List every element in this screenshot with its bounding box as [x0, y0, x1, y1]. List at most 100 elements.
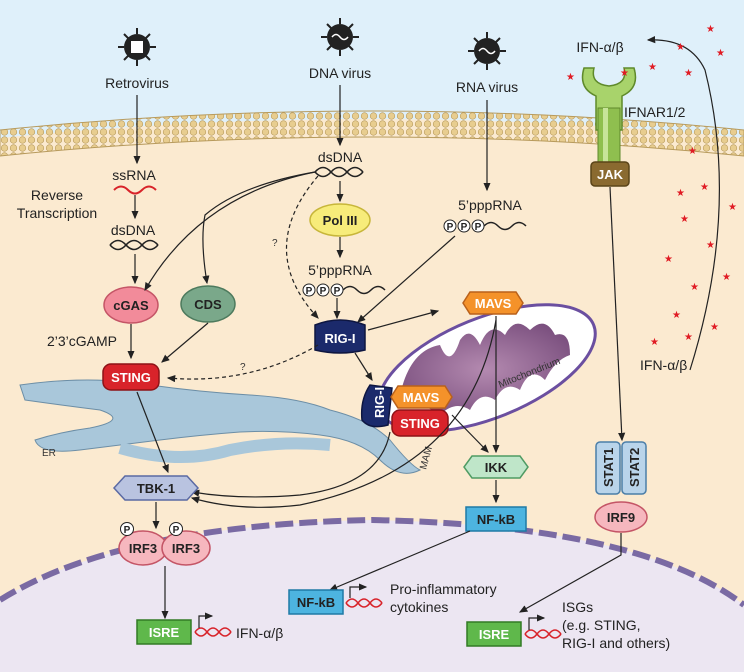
rigi-node	[314, 319, 366, 354]
retrovirus-icon	[118, 28, 156, 66]
ifnar-label: IFNAR1/2	[624, 104, 686, 120]
rigi-label: RIG-I	[324, 331, 355, 346]
rigi-mito-node	[360, 384, 393, 428]
question-dsdna-rigi: ?	[272, 238, 278, 249]
irf3-phospho-left	[120, 522, 134, 536]
dna-virus-icon	[321, 18, 359, 56]
nfkb-node	[465, 506, 527, 532]
svg-text:P: P	[320, 286, 327, 297]
isgs-label-3: RIG-I and others)	[562, 635, 670, 651]
endoplasmic-reticulum	[19, 379, 422, 474]
mavs-top-label: MAVS	[475, 296, 512, 311]
retrovirus-label: Retrovirus	[105, 75, 169, 91]
svg-text:P: P	[447, 222, 454, 233]
sting-mito-node	[391, 409, 449, 437]
arrow-dsdna-cds	[202, 171, 316, 285]
nuclear-envelope	[0, 516, 744, 608]
cds-node	[180, 285, 236, 323]
arrow-rigi-mavs	[367, 309, 440, 331]
cytokine-gene-helix	[345, 583, 383, 608]
arrow-dsdna-cgas	[144, 171, 316, 292]
irf9-node	[594, 501, 648, 533]
ifn-star: ★	[722, 272, 731, 283]
isg-gene-helix	[524, 614, 562, 639]
er-tubule	[118, 437, 331, 464]
ifn-star: ★	[620, 68, 629, 79]
nfkb-label: NF-kB	[477, 512, 515, 527]
ppprna-top-phosphates: P P P	[443, 219, 527, 233]
arrow-ppprna-top-rigi	[357, 235, 456, 323]
sting-mito-label: STING	[400, 416, 440, 431]
ifn-star: ★	[650, 337, 659, 348]
arrow-rigi-rigimito	[354, 352, 373, 382]
ifn-top-label: IFN-α/β	[576, 39, 623, 55]
mavs-top-node	[462, 291, 524, 315]
ifn-star: ★	[706, 240, 715, 251]
arrow-nfkb-nucleus	[328, 530, 471, 591]
ifn-star: ★	[688, 146, 697, 157]
ppprna-pol-label: 5’pppRNA	[308, 262, 372, 278]
question-rigi-sting: ?	[240, 362, 246, 373]
ifn-star: ★	[664, 254, 673, 265]
ifn-gene-helix	[194, 612, 232, 637]
dsdna-dna-label: dsDNA	[318, 149, 363, 165]
cds-label: CDS	[194, 297, 222, 312]
isre-right-box	[466, 621, 522, 647]
irf3-right-label: IRF3	[172, 541, 200, 556]
svg-text:P: P	[475, 222, 482, 233]
reverse-transcription-label-2: Transcription	[17, 205, 97, 221]
ikk-label: IKK	[485, 460, 508, 475]
cgas-label: cGAS	[113, 298, 149, 313]
dna-virus-label: DNA virus	[309, 65, 371, 81]
irf3-right-node	[161, 530, 211, 566]
arrow-jak-stat	[609, 186, 626, 442]
dsdna-retro-label: dsDNA	[111, 222, 156, 238]
isgs-label-2: (e.g. STING,	[562, 617, 641, 633]
arrow-dsdna-rigi-dashed	[285, 175, 319, 319]
ifn-star: ★	[684, 332, 693, 343]
irf3-left-label: IRF3	[129, 541, 157, 556]
arrow-irf9-isre	[518, 533, 622, 613]
stat1-label: STAT1	[601, 448, 616, 487]
nfkb-nucleus-label: NF-kB	[297, 595, 335, 610]
mavs-mito-node	[390, 385, 453, 409]
stat2-label: STAT2	[627, 448, 642, 487]
reverse-transcription-label-1: Reverse	[31, 187, 83, 203]
pro-inflammatory-label-2: cytokines	[390, 599, 448, 615]
irf9-label: IRF9	[607, 510, 635, 525]
ifn-star: ★	[672, 310, 681, 321]
rigi-mito-label: RIG-I	[372, 387, 387, 418]
cell-membrane	[0, 110, 744, 157]
isgs-label-1: ISGs	[562, 599, 593, 615]
svg-text:P: P	[306, 286, 313, 297]
isre-left-box	[136, 619, 192, 645]
dsdna-retro-helix	[109, 239, 159, 251]
svg-text:P: P	[334, 286, 341, 297]
ifn-star: ★	[716, 48, 725, 59]
ifn-star-particles: ★★★★★★★★★★★★★★★★★★★★	[566, 24, 737, 348]
arrow-mitomavs-ikk	[451, 414, 489, 453]
pro-inflammatory-label-1: Pro-inflammatory	[390, 581, 497, 597]
sting-er-label: STING	[111, 370, 151, 385]
ifn-star: ★	[680, 214, 689, 225]
mavs-mito-label: MAVS	[403, 390, 440, 405]
ifn-output-label: IFN-α/β	[236, 625, 283, 641]
ifn-star: ★	[676, 188, 685, 199]
cgamp-label: 2’3’cGAMP	[47, 333, 117, 349]
svg-text:P: P	[173, 525, 180, 536]
dsdna-dna-helix	[314, 166, 364, 178]
jak-label: JAK	[597, 167, 624, 182]
ppprna-top-label: 5’pppRNA	[458, 197, 522, 213]
stat2-node	[621, 441, 647, 495]
ifn-star: ★	[690, 282, 699, 293]
svg-text:P: P	[124, 525, 131, 536]
tbk1-label: TBK-1	[137, 481, 175, 496]
ifn-star: ★	[566, 72, 575, 83]
nfkb-nucleus-box	[288, 589, 344, 615]
cgas-node	[103, 286, 159, 324]
er-label: ER	[42, 448, 56, 459]
stat1-node	[595, 441, 621, 495]
jak-node	[590, 161, 630, 187]
